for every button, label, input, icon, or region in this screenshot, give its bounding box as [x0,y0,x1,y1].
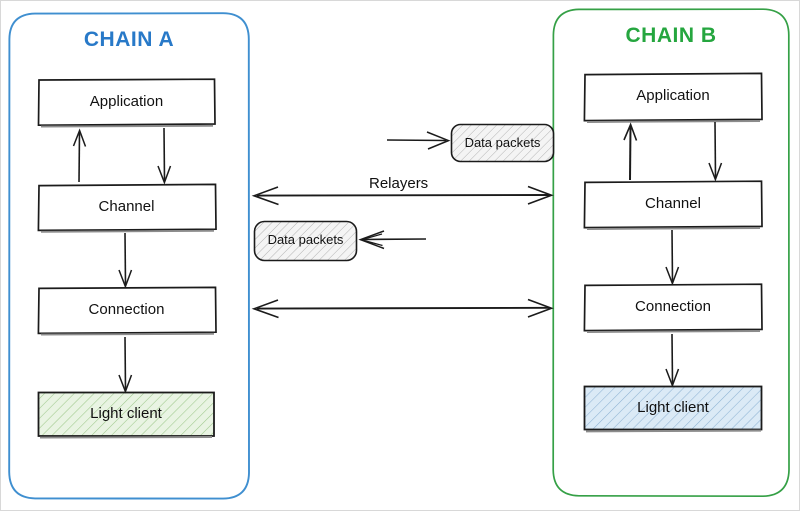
chain-b-arrow-connection-to-light-client [665,333,680,388]
chain-b-arrow-channel-to-connection [665,229,680,286]
chain-a-arrow-channel-to-connection [118,232,133,289]
data-packet-bottom-feed-arrow [358,230,427,250]
chain-a-application-box[interactable] [37,78,216,128]
chain-b-arrow-channel-to-application [623,122,638,181]
chain-b-channel-box[interactable] [583,180,763,230]
chain-b-light-client-box[interactable] [583,385,763,433]
chain-a-light-client-box[interactable] [37,391,215,439]
chain-a-arrow-connection-to-light-client [118,336,133,394]
data-packet-bottom-box[interactable] [253,220,358,262]
data-packet-top-feed-arrow [386,131,451,150]
chain-b-application-box[interactable] [583,72,763,123]
chain-b-connection-box[interactable] [583,283,763,333]
data-packet-top-box[interactable] [450,123,555,163]
chain-a-connection-box[interactable] [37,286,217,336]
chain-b-arrow-application-to-channel [708,121,723,182]
chain-a-arrow-channel-to-application [72,128,87,183]
relayers-connection-arrow [251,298,554,319]
chain-a-frame [8,12,250,500]
chain-a-arrow-application-to-channel [157,127,172,185]
chain-a-channel-box[interactable] [37,183,217,233]
relayers-channel-arrow [251,185,554,206]
chain-b-frame [552,8,790,498]
